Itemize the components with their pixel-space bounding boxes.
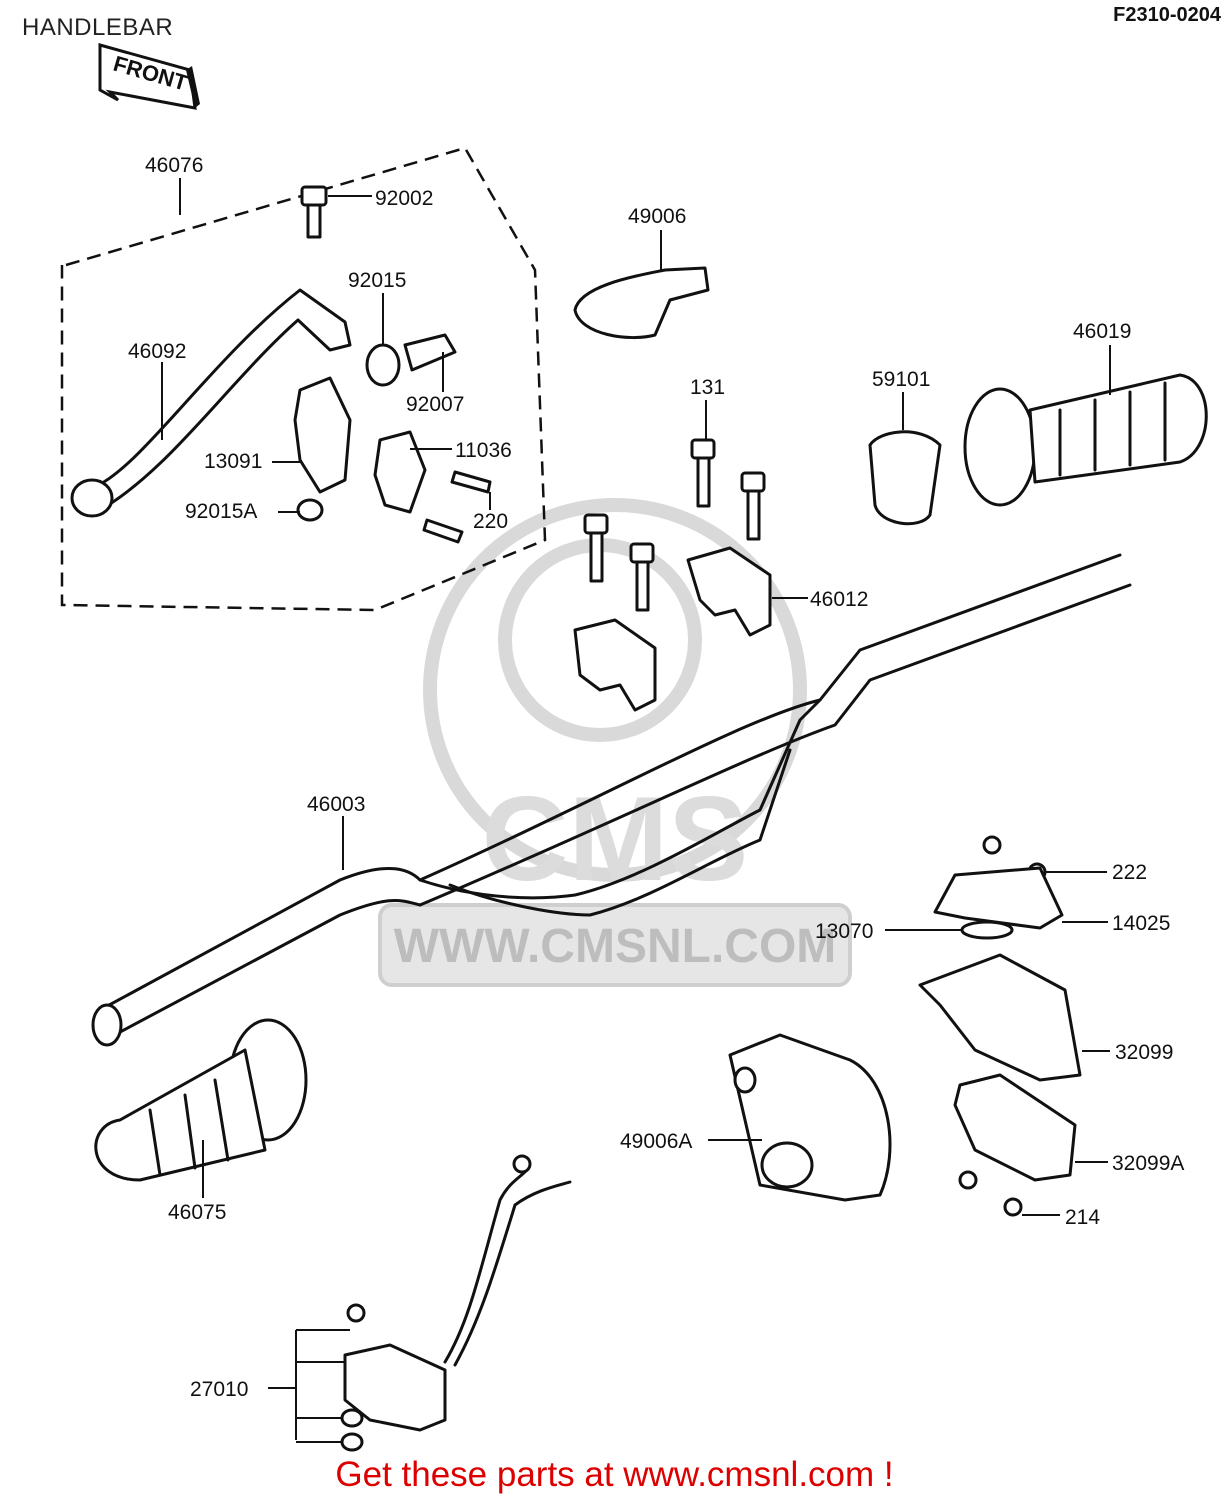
- label-92015: 92015: [348, 269, 406, 292]
- leader-lines: [161, 178, 1111, 1443]
- left-grip-icon: [94, 1018, 308, 1182]
- bolt-92002-icon: [300, 185, 328, 239]
- throttle-housing-icon: [918, 835, 1082, 1217]
- label-92007: 92007: [406, 393, 464, 416]
- label-13070: 13070: [815, 920, 873, 943]
- label-92002: 92002: [375, 187, 433, 210]
- diagram-title: HANDLEBAR: [22, 14, 174, 41]
- bolts-131-icon: [583, 438, 766, 612]
- diagram-code: F2310-0204: [1113, 4, 1221, 26]
- clutch-lever-icon: [70, 288, 352, 518]
- label-222: 222: [1112, 861, 1147, 884]
- label-27010: 27010: [190, 1378, 248, 1401]
- label-46003: 46003: [307, 793, 365, 816]
- part-labels: 46076 92002 49006 92015 46092 92007 4601…: [128, 154, 1184, 1401]
- label-131: 131: [690, 376, 725, 399]
- label-59101: 59101: [872, 368, 930, 391]
- label-214: 214: [1065, 1206, 1100, 1229]
- adjuster-nut-icon: [365, 333, 457, 387]
- label-220: 220: [473, 510, 508, 533]
- label-46012: 46012: [810, 588, 868, 611]
- front-arrow-icon: FRONT: [98, 43, 200, 110]
- label-32099: 32099: [1115, 1041, 1173, 1064]
- switch-cover-icon: [728, 1033, 892, 1202]
- label-32099A: 32099A: [1112, 1152, 1184, 1175]
- lever-cover-icon: [573, 266, 710, 340]
- kill-switch-icon: [340, 1154, 572, 1452]
- watermark-url: WWW.CMSNL.COM: [394, 920, 837, 973]
- label-11036: 11036: [455, 439, 512, 462]
- label-49006: 49006: [628, 205, 686, 228]
- lever-holder-icon: [293, 376, 492, 544]
- throttle-pulley-icon: [868, 430, 942, 526]
- handlebar-icon: [91, 553, 1132, 1047]
- right-grip-icon: [963, 373, 1208, 507]
- handlebar-clamp-icon: [573, 546, 772, 712]
- label-46076: 46076: [145, 154, 203, 177]
- label-49006A: 49006A: [620, 1130, 692, 1153]
- label-46075: 46075: [168, 1201, 226, 1224]
- label-14025: 14025: [1112, 912, 1170, 935]
- clutch-lever-assembly-outline: [60, 146, 547, 612]
- label-46019: 46019: [1073, 320, 1131, 343]
- label-13091: 13091: [204, 450, 262, 473]
- label-46092: 46092: [128, 340, 186, 363]
- label-92015A: 92015A: [185, 500, 257, 523]
- cms-watermark: CMS WWW.CMSNL.COM: [378, 498, 852, 987]
- order-parts-link[interactable]: Get these parts at www.cmsnl.com !: [335, 1455, 894, 1494]
